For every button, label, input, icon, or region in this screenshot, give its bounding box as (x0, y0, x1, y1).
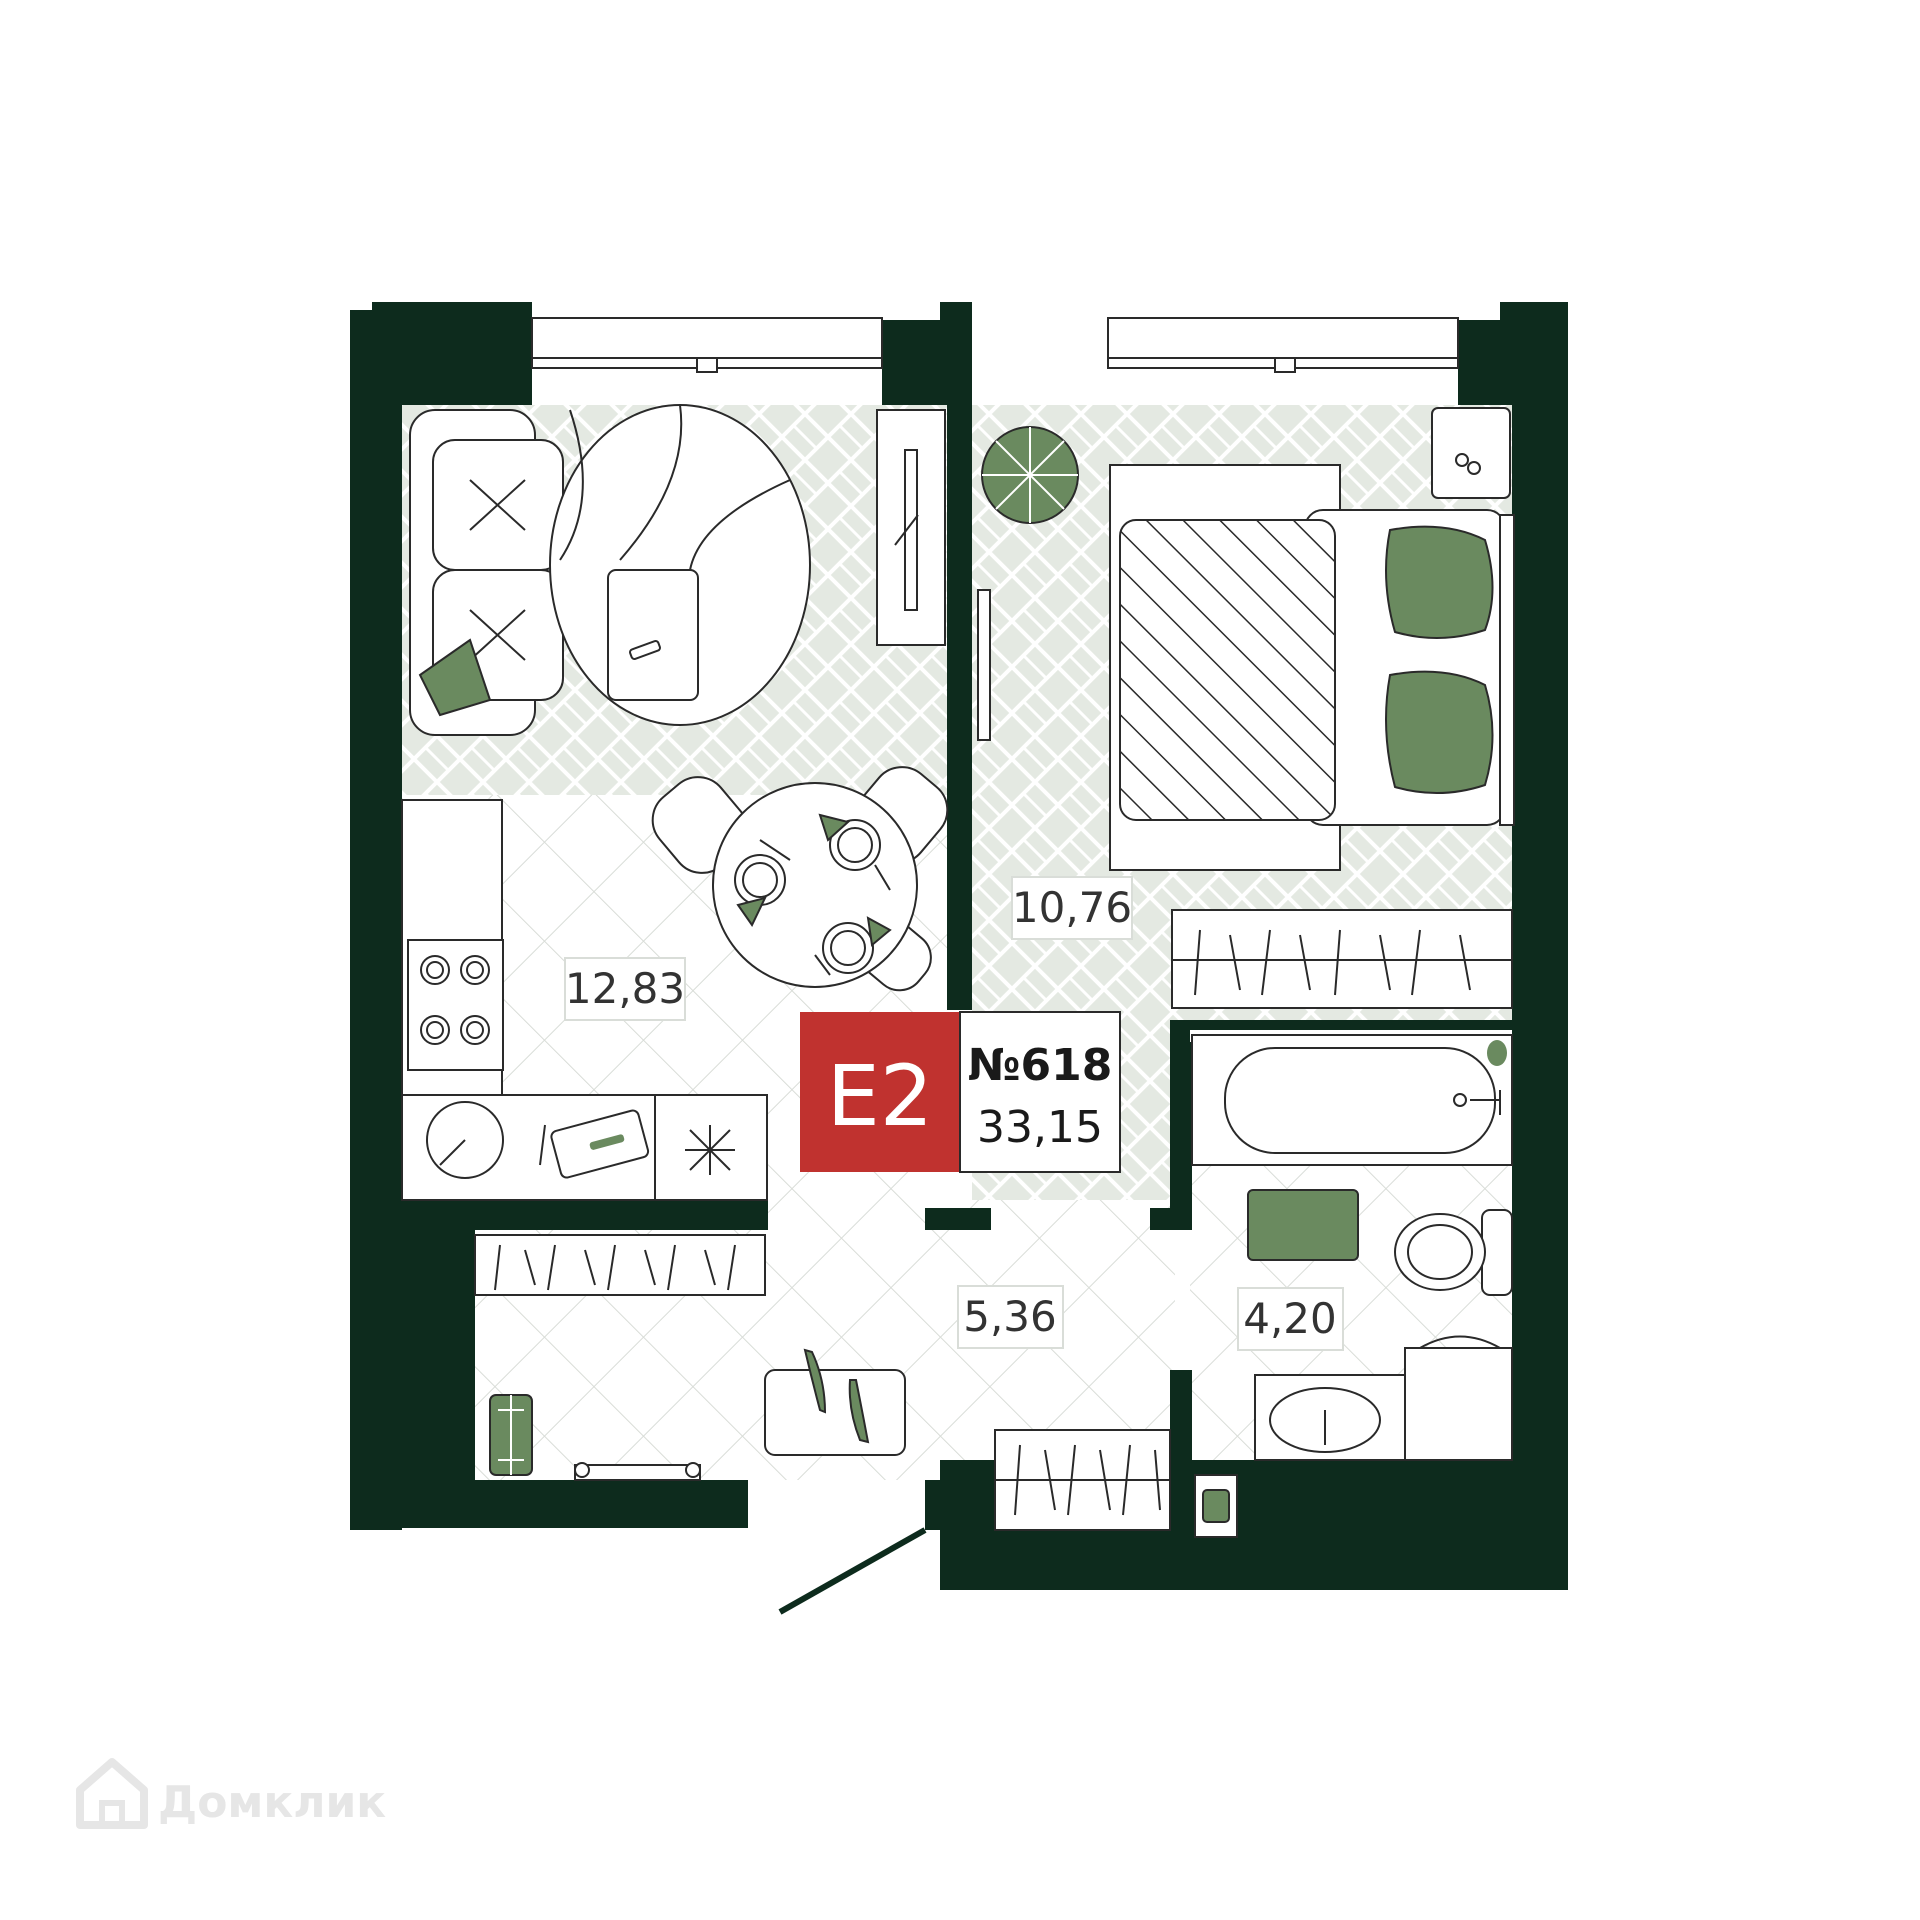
wall-mid-vertical (947, 400, 972, 1010)
bedroom-area: 10,76 (1012, 883, 1132, 932)
bathtub (1191, 1034, 1513, 1166)
bedroom-wardrobe (1171, 909, 1513, 1009)
hall-wardrobe (474, 1234, 766, 1296)
toilet (1394, 1209, 1513, 1296)
kitchen-stove (407, 939, 504, 1071)
washing-machine (1404, 1335, 1513, 1461)
wall-entry-post (925, 1480, 1000, 1530)
watermark: Домклик (76, 1758, 386, 1829)
apartment-total-area: 33,15 (977, 1102, 1103, 1153)
plant (981, 426, 1079, 524)
badge-type-box (800, 1012, 960, 1172)
sink (1254, 1374, 1406, 1461)
wall-top-right-block (1458, 320, 1568, 405)
wall-hall-bottom-left (350, 1480, 748, 1528)
entrance-door (778, 1527, 927, 1615)
wall-hall-stub (925, 1208, 991, 1230)
badge-info-box (959, 1011, 1121, 1173)
window-bedroom (1107, 317, 1459, 373)
window-living (531, 317, 883, 373)
bath-mat (1247, 1189, 1359, 1261)
wall-top-mid-cap (940, 302, 972, 322)
wall-kitchen-bottom (350, 1200, 768, 1230)
bathroom-bin (1194, 1474, 1238, 1538)
bedside-table (1431, 407, 1511, 499)
label-hall: 5,36 (957, 1285, 1064, 1349)
hall-bench (574, 1462, 701, 1481)
label-bathroom: 4,20 (1237, 1287, 1344, 1351)
kitchen-counter (401, 1094, 768, 1201)
bed (1109, 464, 1515, 871)
house-icon (76, 1758, 148, 1829)
apartment-number: №618 (968, 1040, 1113, 1091)
sofa (409, 409, 564, 736)
wall-top-right-cap (1500, 302, 1568, 327)
wall-bath-left (1170, 1030, 1192, 1220)
walls (350, 302, 1568, 1590)
label-living-kitchen: 12,83 (564, 957, 686, 1021)
bathroom-area: 4,20 (1243, 1294, 1337, 1343)
apartment-badge: E2 №618 33,15 (800, 1011, 1121, 1173)
watermark-text: Домклик (158, 1777, 386, 1828)
wall-top-mid-block (882, 320, 972, 405)
entry-mat-with-shoes (764, 1348, 906, 1456)
wall-hall-left-lower (350, 1230, 475, 1480)
hall-wardrobe-lower (994, 1429, 1171, 1531)
wardrobe-door-bedroom (977, 589, 991, 741)
label-bedroom: 10,76 (1011, 876, 1133, 940)
apartment-type-code: E2 (827, 1047, 934, 1145)
tv-cabinet (876, 409, 946, 646)
suitcase (489, 1394, 533, 1476)
wall-bath-stub (1150, 1208, 1192, 1230)
wall-right (1512, 400, 1568, 1590)
round-rug (549, 404, 811, 726)
windows (531, 317, 1459, 373)
hall-area: 5,36 (963, 1292, 1057, 1341)
dining-table (651, 766, 949, 992)
living-kitchen-area: 12,83 (565, 964, 685, 1013)
